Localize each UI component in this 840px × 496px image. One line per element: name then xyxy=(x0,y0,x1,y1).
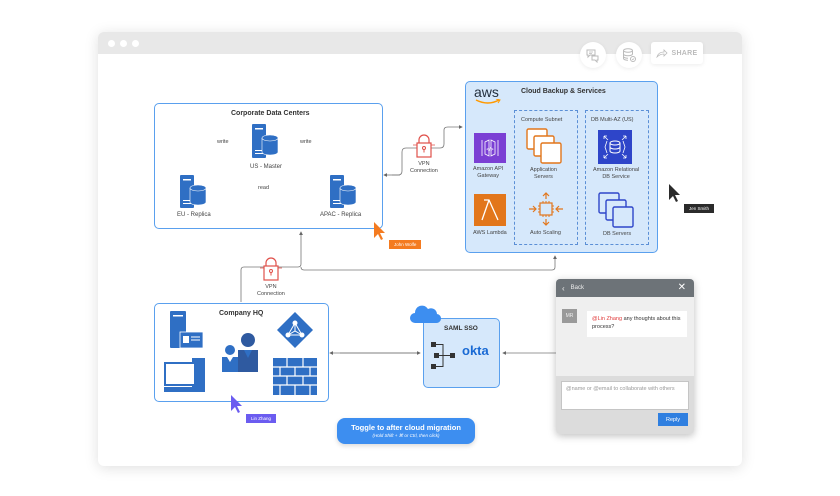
server-database-icon xyxy=(252,124,279,158)
web-server-icon xyxy=(170,311,204,349)
rds-line2: DB Service xyxy=(602,174,630,181)
reply-input[interactable]: @name or @email to collaborate with othe… xyxy=(561,381,689,410)
users-icon xyxy=(222,333,258,372)
write-label: write xyxy=(216,139,230,147)
back-chevron-icon[interactable]: ‹ xyxy=(562,283,565,293)
window-dot xyxy=(108,40,115,47)
reply-area: @name or @email to collaborate with othe… xyxy=(556,376,694,434)
comment-text: any thoughts about this process? xyxy=(592,316,681,331)
app-servers-line1: Application xyxy=(530,167,557,173)
lin-cursor-tag: Lin Zhang xyxy=(246,414,277,423)
read-label: read xyxy=(257,185,271,193)
write-label: write xyxy=(299,139,313,147)
vpn-label-line2: Connection xyxy=(257,291,285,298)
avatar: MR xyxy=(562,309,577,323)
vpn-lock-icon xyxy=(413,134,435,158)
server-database-icon xyxy=(180,175,207,208)
hq-title: Company HQ xyxy=(219,310,264,317)
window-dot xyxy=(132,40,139,47)
jen-cursor-tag: Jen Smith xyxy=(684,204,715,213)
vpn-label-line1: VPN xyxy=(265,284,277,290)
auto-scaling-label: Auto Scaling xyxy=(530,230,561,236)
database-check-icon xyxy=(623,48,636,62)
john-cursor-icon xyxy=(374,222,385,240)
svg-text:</>: </> xyxy=(486,147,493,153)
vpn-label-line2: Connection xyxy=(410,168,438,175)
server-database-icon xyxy=(330,175,357,208)
db-servers-label: DB Servers xyxy=(603,231,632,237)
rds-line1: Amazon Relational xyxy=(593,167,640,173)
apac-replica-label: APAC - Replica xyxy=(320,212,362,218)
api-gateway-line1: Amazon API xyxy=(473,166,504,172)
lambda-icon xyxy=(474,194,506,226)
toggle-migration-button[interactable]: Toggle to after cloud migration (Hold Sh… xyxy=(337,418,475,444)
compute-subnet-group xyxy=(514,110,578,245)
aws-smile-icon xyxy=(475,99,501,104)
firewall-icon xyxy=(273,358,317,395)
api-gateway-icon: </> xyxy=(474,133,506,163)
panel-header: ‹ Back ✕ xyxy=(556,279,694,297)
share-icon xyxy=(656,49,669,58)
application-servers-icon xyxy=(526,128,562,164)
db-multi-az-group xyxy=(585,110,649,245)
us-master-label: US - Master xyxy=(250,164,283,170)
hierarchy-icon xyxy=(431,342,455,369)
lambda-label: AWS Lambda xyxy=(473,230,507,236)
auto-scaling-icon xyxy=(529,192,563,226)
toggle-title: Toggle to after cloud migration xyxy=(351,423,461,432)
vpn-lock-icon xyxy=(260,257,282,281)
comment-panel: ‹ Back ✕ MR @Lin Zhang any thoughts abou… xyxy=(556,279,694,434)
comments-icon xyxy=(586,49,599,63)
aws-logo: aws xyxy=(474,84,499,100)
lin-cursor-icon xyxy=(231,395,242,413)
db-servers-icon xyxy=(598,192,634,228)
comment-message: @Lin Zhang any thoughts about this proce… xyxy=(587,311,687,337)
eu-replica-label: EU - Replica xyxy=(177,212,211,218)
back-button[interactable]: Back xyxy=(570,285,585,291)
corporate-title: Corporate Data Centers xyxy=(231,110,310,117)
sso-title: SAML SSO xyxy=(444,325,478,332)
toggle-hint: (Hold Shift + ⌘ or Ctrl, then click) xyxy=(372,433,440,438)
cloud-icon xyxy=(410,305,441,324)
okta-logo: okta xyxy=(462,343,489,358)
share-button[interactable]: SHARE xyxy=(651,42,703,64)
vpn-label-line1: VPN xyxy=(418,161,430,167)
window-dot xyxy=(120,40,127,47)
close-icon[interactable]: ✕ xyxy=(677,282,686,293)
reply-button[interactable]: Reply xyxy=(658,413,688,426)
rds-icon xyxy=(598,130,632,164)
john-cursor-tag: John Wolfe xyxy=(389,240,422,249)
cloud-connector xyxy=(300,255,557,271)
share-label: SHARE xyxy=(671,49,698,57)
database-button[interactable] xyxy=(616,42,642,68)
app-servers-line2: Servers xyxy=(533,174,553,181)
db-multi-az-label: DB Multi-AZ (US) xyxy=(591,117,634,123)
mention-link[interactable]: @Lin Zhang xyxy=(592,316,623,322)
workstation-icon xyxy=(164,358,205,392)
jen-cursor-icon xyxy=(669,184,680,202)
compute-subnet-label: Compute Subnet xyxy=(521,117,563,123)
api-gateway-line2: Gateway xyxy=(477,173,499,180)
comments-button[interactable] xyxy=(580,42,606,68)
cloud-title: Cloud Backup & Services xyxy=(521,88,606,95)
azure-ad-icon xyxy=(277,312,313,348)
